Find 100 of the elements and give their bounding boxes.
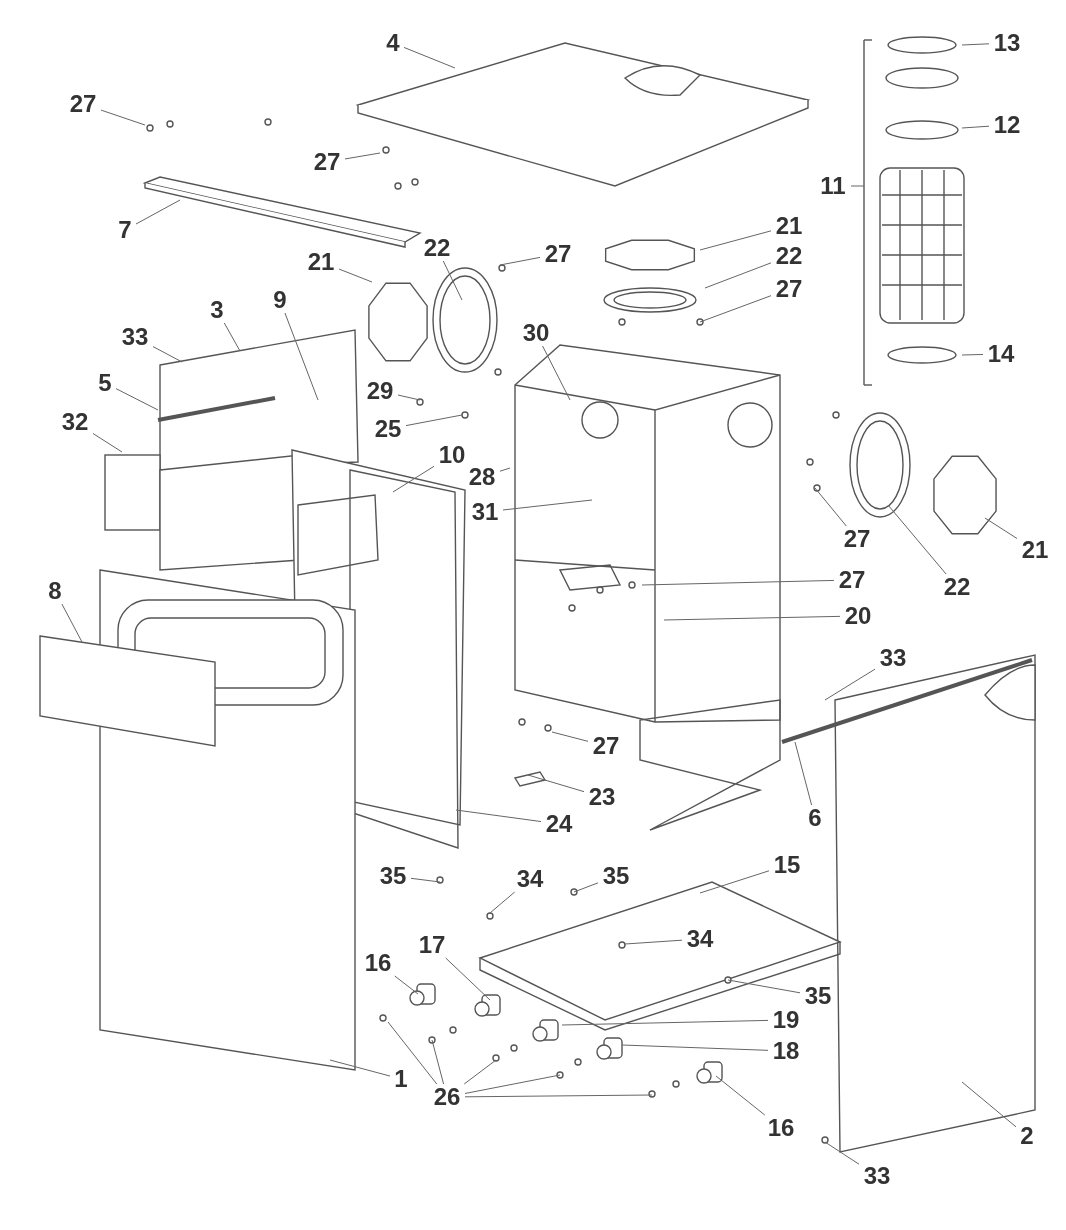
leader-line bbox=[499, 256, 541, 266]
leader-line bbox=[61, 603, 83, 643]
leader-line bbox=[624, 939, 683, 945]
callout-number: 34 bbox=[686, 926, 714, 952]
leader-line bbox=[442, 260, 463, 301]
callout-number: 6 bbox=[808, 805, 822, 831]
leader-line bbox=[727, 979, 801, 994]
callout-number: 16 bbox=[364, 950, 392, 976]
leader-line bbox=[551, 731, 589, 742]
callout-number: 18 bbox=[772, 1038, 800, 1064]
callout-number: 21 bbox=[775, 213, 803, 239]
leader-line bbox=[403, 46, 456, 69]
callout-number: 27 bbox=[69, 91, 97, 117]
leader-line bbox=[464, 1074, 561, 1094]
leader-line bbox=[100, 109, 146, 126]
callout-number: 35 bbox=[379, 863, 407, 889]
callout-number: 21 bbox=[307, 249, 335, 275]
callout-number: 16 bbox=[767, 1115, 795, 1141]
leader-line bbox=[329, 1059, 391, 1077]
leader-line bbox=[223, 322, 241, 352]
leader-line bbox=[455, 809, 542, 823]
leader-line bbox=[115, 388, 159, 411]
callout-number: 17 bbox=[418, 932, 446, 958]
leader-line bbox=[561, 1019, 769, 1026]
leader-line bbox=[961, 1081, 1017, 1128]
callout-number: 26 bbox=[433, 1084, 461, 1110]
callout-number: 31 bbox=[471, 499, 499, 525]
callout-number: 10 bbox=[438, 442, 466, 468]
callout-number: 20 bbox=[844, 603, 872, 629]
callout-number: 9 bbox=[273, 287, 287, 313]
callout-number: 11 bbox=[820, 173, 846, 199]
leader-line bbox=[405, 414, 463, 427]
callout-number: 27 bbox=[544, 241, 572, 267]
leader-line bbox=[463, 1059, 497, 1085]
leader-line bbox=[499, 467, 511, 472]
callout-number: 22 bbox=[775, 243, 803, 269]
callout-number: 34 bbox=[516, 866, 544, 892]
leader-line bbox=[715, 1075, 766, 1116]
callout-number: 23 bbox=[588, 784, 616, 810]
leader-line bbox=[542, 345, 571, 401]
callout-number: 24 bbox=[545, 811, 573, 837]
callout-number: 8 bbox=[48, 578, 62, 604]
callout-number: 27 bbox=[313, 149, 341, 175]
callout-number: 35 bbox=[804, 983, 832, 1009]
leader-line bbox=[152, 346, 183, 363]
callout-number: 35 bbox=[602, 863, 630, 889]
leader-line bbox=[489, 891, 516, 914]
leader-line bbox=[621, 1044, 769, 1051]
callout-number: 3 bbox=[210, 297, 224, 323]
leader-line bbox=[445, 957, 491, 1001]
callout-number: 12 bbox=[993, 112, 1021, 138]
callout-number: 33 bbox=[863, 1163, 891, 1189]
leader-line bbox=[394, 975, 419, 995]
leader-line bbox=[814, 487, 847, 527]
leader-line bbox=[502, 499, 593, 511]
leader-line bbox=[392, 465, 435, 493]
callout-number: 5 bbox=[98, 370, 112, 396]
leader-line bbox=[135, 199, 181, 225]
leader-line bbox=[338, 268, 373, 283]
callout-number: 7 bbox=[118, 217, 132, 243]
callout-number: 21 bbox=[1021, 537, 1049, 563]
callout-number: 30 bbox=[522, 320, 550, 346]
callout-number: 33 bbox=[879, 645, 907, 671]
leader-line bbox=[699, 295, 772, 323]
leader-line bbox=[824, 1141, 860, 1165]
leader-line bbox=[794, 741, 813, 806]
leader-line bbox=[824, 668, 876, 701]
callout-number: 2 bbox=[1020, 1123, 1034, 1149]
callout-number: 22 bbox=[943, 574, 971, 600]
callout-number: 32 bbox=[61, 409, 89, 435]
leader-line bbox=[641, 579, 835, 586]
leader-line bbox=[704, 262, 772, 289]
callout-number: 19 bbox=[772, 1007, 800, 1033]
leader-line bbox=[961, 125, 990, 129]
callout-number: 33 bbox=[121, 324, 149, 350]
callout-number: 27 bbox=[843, 526, 871, 552]
leader-line bbox=[699, 870, 770, 894]
leader-line bbox=[961, 43, 990, 46]
callout-number: 22 bbox=[423, 235, 451, 261]
callout-number: 25 bbox=[374, 416, 402, 442]
leader-line bbox=[527, 774, 585, 793]
leader-line bbox=[961, 353, 984, 356]
leader-line bbox=[431, 1039, 445, 1085]
leader-line bbox=[887, 504, 947, 575]
callout-number: 27 bbox=[838, 567, 866, 593]
leader-line bbox=[699, 230, 772, 251]
callout-number: 15 bbox=[773, 852, 801, 878]
leader-line bbox=[464, 1094, 653, 1098]
leader-line bbox=[92, 433, 123, 453]
callout-number: 13 bbox=[993, 30, 1021, 56]
leader-line bbox=[344, 152, 381, 160]
leader-line bbox=[573, 882, 599, 893]
callout-number: 27 bbox=[592, 733, 620, 759]
callout-number: 28 bbox=[468, 464, 496, 490]
leader-line bbox=[397, 394, 421, 401]
leader-line bbox=[284, 312, 319, 401]
leader-line bbox=[984, 517, 1018, 539]
callout-number: 29 bbox=[366, 378, 394, 404]
leader-line bbox=[663, 615, 841, 621]
callout-number: 1 bbox=[394, 1066, 408, 1092]
